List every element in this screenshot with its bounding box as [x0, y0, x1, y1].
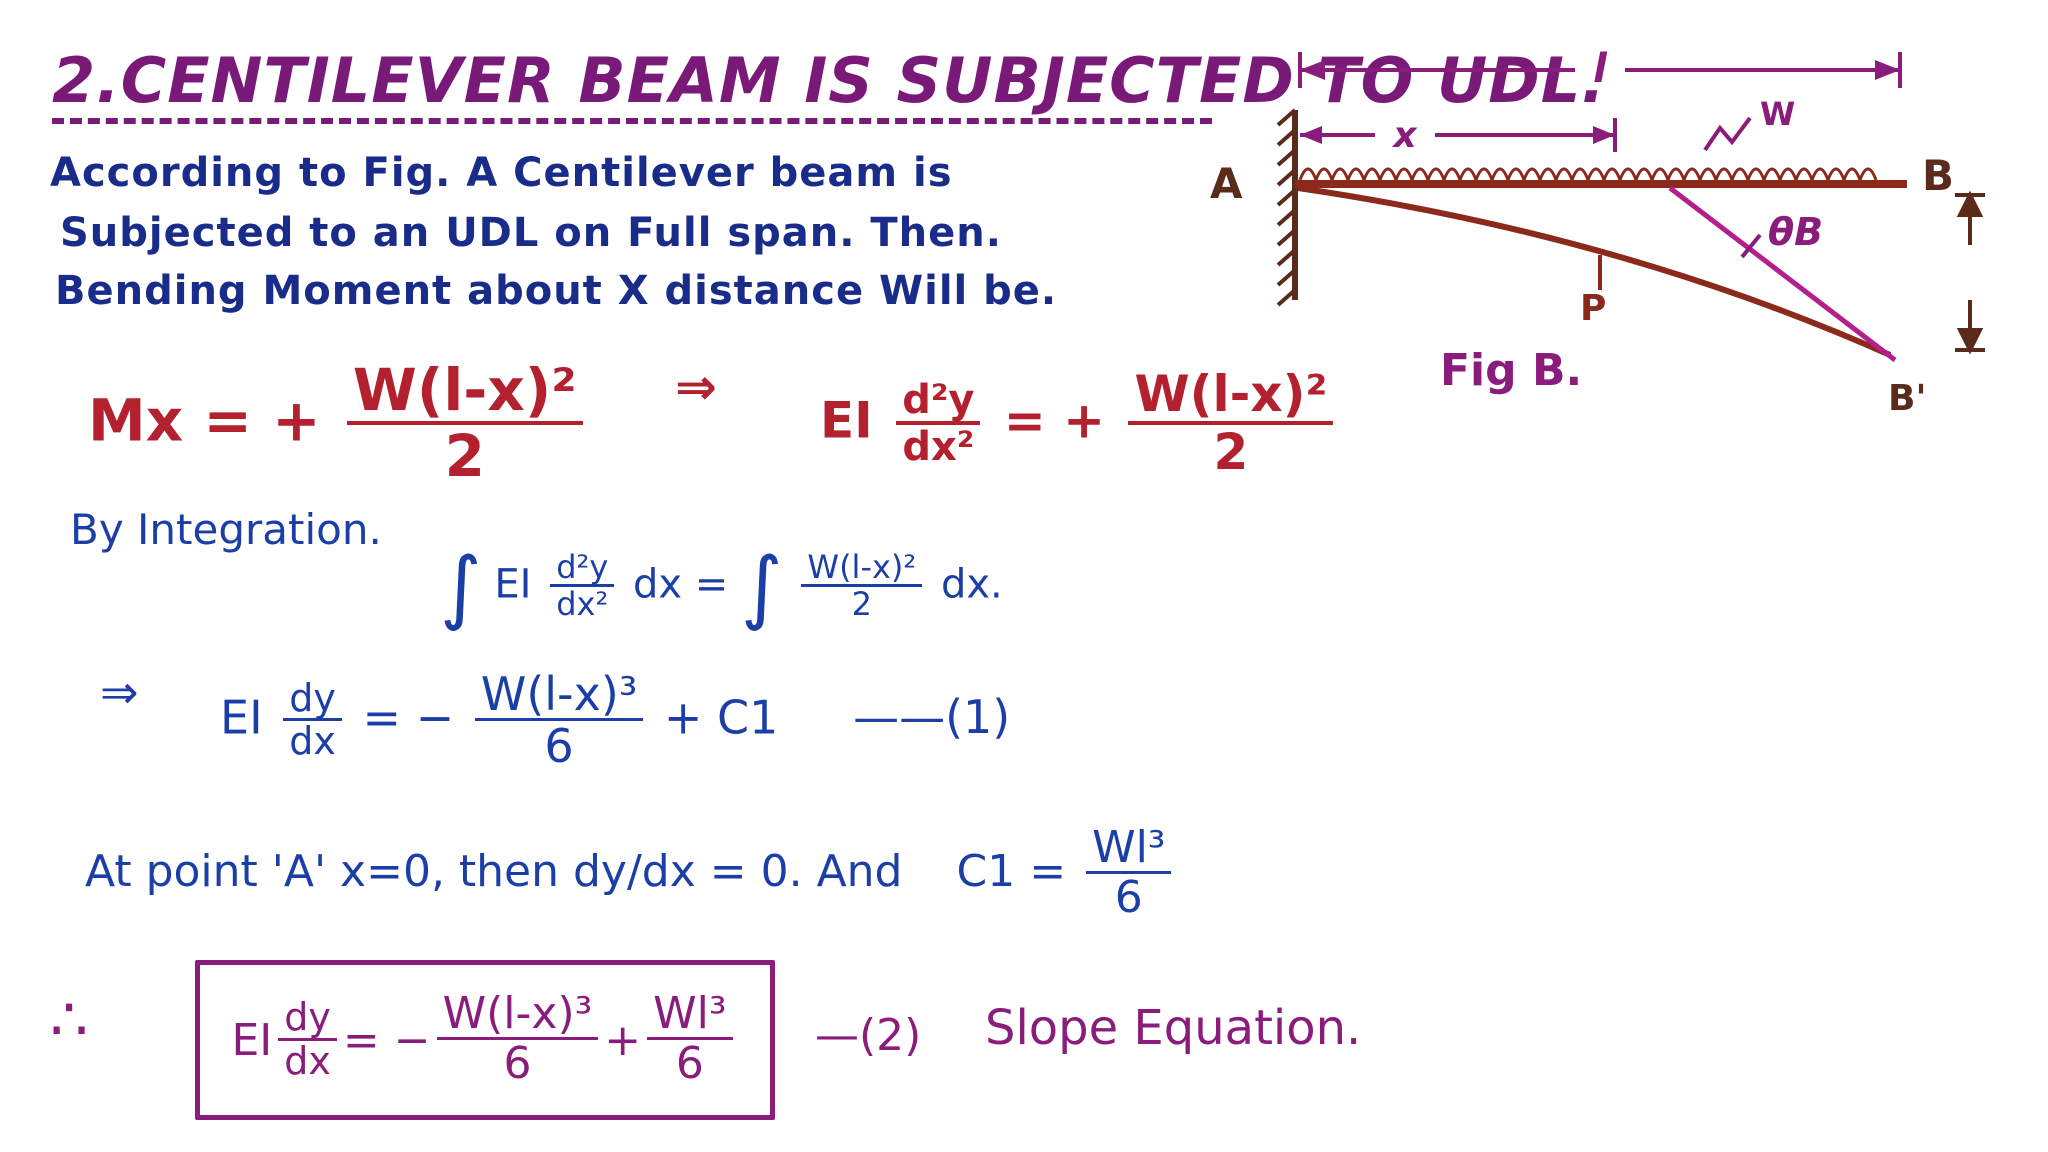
- int-rhs-fraction: W(l-x)² 2: [801, 550, 923, 624]
- figure-caption: Fig B.: [1440, 345, 1582, 396]
- therefore-symbol: ∴: [50, 985, 89, 1055]
- slope-equation-label: Slope Equation.: [985, 1000, 1362, 1056]
- load-label: W: [1760, 95, 1795, 133]
- eq2-mid: = −: [362, 690, 455, 745]
- moment-lhs: Mx = +: [88, 386, 321, 455]
- final-numerator-2: Wl³: [647, 991, 733, 1041]
- cantilever-beam-figure: l x W A B θB P B' Fig B.: [1210, 46, 1985, 419]
- span-dimension: l: [1298, 46, 1902, 92]
- moment-denominator: 2: [444, 421, 485, 490]
- differential-equation: EI d²y dx² = + W(l-x)² 2: [820, 368, 1339, 480]
- c1-numerator: Wl³: [1086, 824, 1172, 875]
- eq2-denominator: 6: [544, 719, 574, 774]
- condition-text: At point 'A' x=0, then dy/dx = 0. And: [85, 845, 903, 897]
- implies-arrow-1: ⇒: [675, 358, 717, 416]
- int-lhs-suffix: dx =: [633, 561, 729, 608]
- eq2-derivative-num: dy: [283, 678, 342, 722]
- final-mid: = −: [342, 1014, 431, 1066]
- int-lhs-derivative: d²y dx²: [550, 550, 615, 624]
- slope-integral-equation: EI dy dx = − W(l-x)³ 6 + C1 ——(1): [220, 670, 1010, 772]
- final-derivative-den: dx: [284, 1038, 331, 1083]
- point-label: P: [1580, 288, 1606, 329]
- final-plus: +: [604, 1014, 642, 1066]
- int-lhs-den: dx²: [556, 585, 609, 624]
- eq2-tag: ——(1): [853, 690, 1011, 745]
- final-prefix: EI: [231, 1014, 273, 1066]
- integration-label: By Integration.: [70, 505, 382, 554]
- de-denominator: 2: [1213, 422, 1249, 481]
- final-numerator-1: W(l-x)³: [436, 991, 599, 1041]
- angle-arrow: [1740, 233, 1762, 259]
- eq2-tail: + C1: [663, 690, 779, 745]
- moment-equation: Mx = + W(l-x)² 2: [88, 360, 589, 489]
- int-lhs-num: d²y: [550, 550, 615, 588]
- de-equals: = +: [1003, 391, 1106, 450]
- beam: [1295, 180, 1907, 188]
- eq2-derivative: dy dx: [283, 678, 342, 764]
- intro-line-2: Subjected to an UDL on Full span. Then.: [60, 210, 1002, 256]
- moment-numerator: W(l-x)²: [346, 360, 583, 425]
- support-label: A: [1210, 159, 1243, 208]
- final-denominator-2: 6: [675, 1038, 704, 1090]
- de-prefix: EI: [820, 391, 873, 450]
- eq2-prefix: EI: [220, 690, 263, 745]
- angle-label: θB: [1768, 210, 1823, 254]
- integral-sign-1: ∫: [440, 540, 482, 633]
- final-derivative-num: dy: [278, 997, 337, 1041]
- moment-fraction: W(l-x)² 2: [346, 360, 583, 490]
- end-label: B: [1922, 151, 1954, 200]
- de-derivative: d²y dx²: [896, 379, 981, 470]
- intro-line-3: Bending Moment about X distance Will be.: [55, 268, 1058, 314]
- x-label: x: [1391, 115, 1418, 156]
- int-rhs-den: 2: [851, 585, 872, 624]
- span-label: l: [1593, 46, 1608, 92]
- de-derivative-num: d²y: [896, 379, 981, 425]
- eq2-derivative-den: dx: [289, 719, 336, 764]
- int-lhs-prefix: EI: [494, 561, 532, 608]
- de-numerator: W(l-x)²: [1128, 368, 1334, 425]
- x-dimension: x: [1300, 115, 1617, 156]
- intro-line-1: According to Fig. A Centilever beam is: [50, 150, 953, 196]
- load-pointer: [1703, 116, 1752, 152]
- page-title: 2.CENTILEVER BEAM IS SUBJECTED TO UDL.: [52, 44, 1606, 117]
- final-fraction-1: W(l-x)³ 6: [436, 991, 599, 1090]
- deflected-end-label: B': [1888, 378, 1926, 419]
- slope-equation-box: EI dy dx = − W(l-x)³ 6 + Wl³ 6: [195, 960, 775, 1120]
- eq2-fraction: W(l-x)³ 6: [474, 670, 644, 774]
- int-rhs-num: W(l-x)²: [801, 550, 923, 588]
- tangent-line: [1668, 186, 1897, 362]
- eq2-numerator: W(l-x)³: [474, 670, 644, 722]
- c1-denominator: 6: [1114, 872, 1143, 924]
- c1-label: C1 =: [956, 845, 1067, 897]
- final-denominator-1: 6: [503, 1038, 532, 1090]
- integration-equation: ∫ EI d²y dx² dx = ∫ W(l-x)² 2 dx.: [440, 540, 1003, 633]
- de-fraction: W(l-x)² 2: [1128, 368, 1334, 481]
- final-fraction-2: Wl³ 6: [647, 991, 733, 1090]
- c1-fraction: Wl³ 6: [1086, 824, 1172, 924]
- integral-sign-2: ∫: [741, 540, 783, 633]
- final-tag: —(2): [815, 1010, 922, 1061]
- fixed-support-wall: [1276, 108, 1298, 307]
- implies-arrow-2: ⇒: [100, 665, 139, 719]
- title-underline: [52, 118, 1212, 124]
- boundary-condition: At point 'A' x=0, then dy/dx = 0. And C1…: [85, 824, 1177, 924]
- deflection-dimension: [1955, 190, 1985, 355]
- final-derivative: dy dx: [278, 997, 337, 1083]
- int-rhs-suffix: dx.: [940, 561, 1003, 608]
- de-derivative-den: dx²: [902, 423, 975, 470]
- deflected-beam-curve: [1297, 185, 1892, 358]
- udl-load: [1298, 167, 1878, 185]
